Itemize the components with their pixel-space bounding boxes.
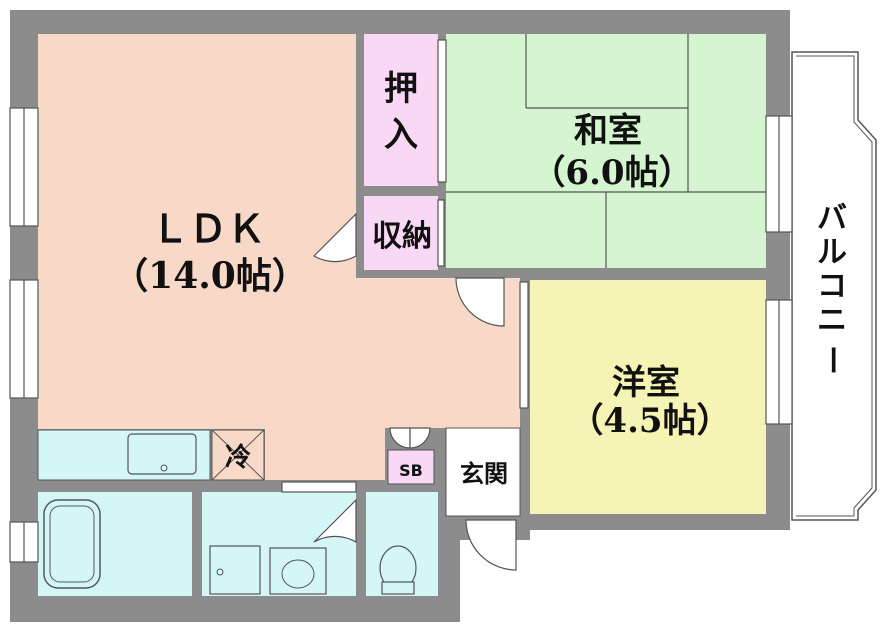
genkan-area (445, 427, 521, 517)
ldk-size: （14.0帖） (112, 255, 308, 297)
genkan-label: 玄関 (460, 459, 508, 488)
kitchen-sink (127, 433, 197, 475)
ldk-area-kitchen-side (265, 428, 385, 480)
bathtub-inner (49, 505, 95, 583)
svg-text:ニ: ニ (817, 303, 847, 338)
youshitsu-area (530, 280, 766, 514)
ldk-name: ＬＤＫ (151, 206, 265, 251)
tatami-lines (446, 34, 766, 268)
sliding-doors (437, 39, 529, 409)
windows-right (765, 115, 793, 425)
ldk-area (38, 34, 356, 429)
youshitsu-size: （4.5帖） (569, 401, 730, 441)
washitsu-name: 和室 (574, 111, 642, 151)
fridge-label: 冷 (225, 442, 251, 473)
oshiire-label-2: 入 (384, 115, 418, 155)
balcony-label: バ ル コ ニ ー (814, 201, 849, 375)
washitsu-size: （6.0帖） (531, 153, 692, 193)
oshiire-area (364, 34, 438, 186)
doors (281, 212, 517, 571)
svg-text:コ: コ (817, 269, 847, 304)
balcony-rail (796, 55, 873, 517)
washing-machine (209, 545, 261, 595)
windows-left (9, 107, 39, 563)
youshitsu-name: 洋室 (612, 363, 680, 403)
svg-text:ル: ル (817, 235, 847, 270)
sink-drain (160, 464, 168, 472)
bathtub (43, 499, 101, 589)
shoebox-area (387, 449, 435, 485)
wash-basin (269, 547, 327, 595)
shoebox-label: SB (399, 461, 423, 480)
balcony-area (791, 51, 877, 521)
svg-text:バ: バ (817, 201, 847, 236)
shuunou-label: 収納 (372, 219, 432, 254)
shuunou-area (364, 196, 438, 270)
svg-text:ー: ー (814, 345, 849, 375)
oshiire-label-1: 押 (384, 69, 418, 109)
